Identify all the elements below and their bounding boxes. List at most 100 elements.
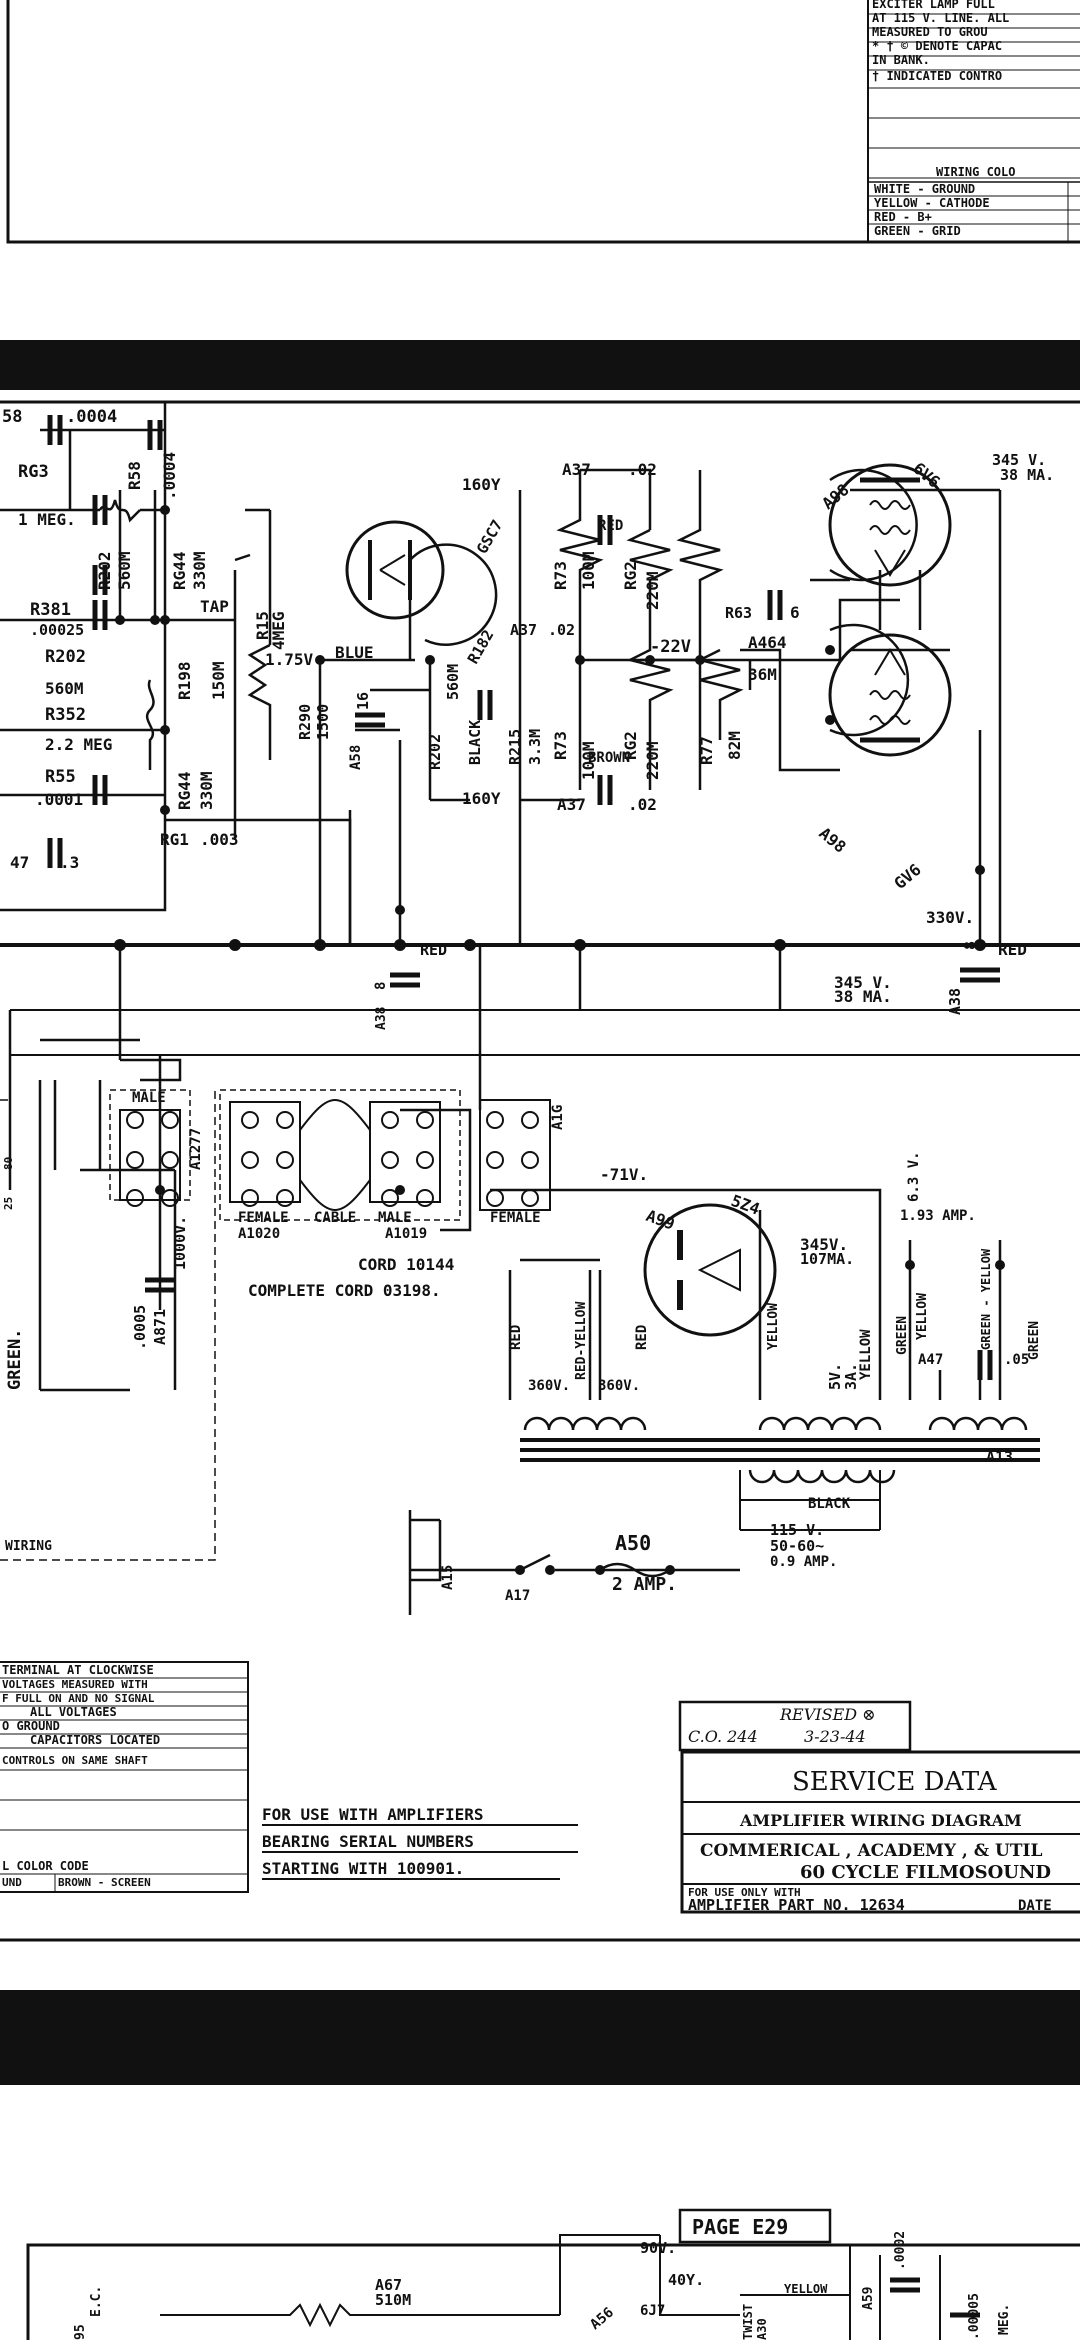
bottom-note-4: ALL VOLTAGES bbox=[30, 1705, 117, 1719]
bottom-note-7: CONTROLS ON SAME SHAFT bbox=[2, 1754, 148, 1767]
schematic-sheet: 58 .0004 RG3 1 MEG. R58 .0004 R202 560M … bbox=[0, 390, 1080, 1990]
label-1-75v: 1.75V bbox=[265, 650, 314, 669]
label-r202-b-value: 560M bbox=[45, 679, 84, 698]
label-a1277: A1277 bbox=[188, 1128, 204, 1170]
label-blue: BLUE bbox=[335, 643, 374, 662]
wiring-row-1: WHITE - GROUND bbox=[874, 182, 975, 196]
label-a99: A99 bbox=[644, 1206, 678, 1234]
label-a67-value: 510M bbox=[375, 2291, 411, 2309]
label-c47: 47 bbox=[10, 853, 29, 872]
label-1-93amp: 1.93 AMP. bbox=[900, 1208, 976, 1224]
label-green-2: GREEN bbox=[1027, 1321, 1042, 1360]
label-rg44-value: 330M bbox=[190, 551, 209, 590]
label-red-2: RED bbox=[420, 941, 447, 959]
label-c16: 16 bbox=[354, 692, 372, 710]
label-r215-value: 3.3M bbox=[526, 729, 544, 765]
schematic-labels: 58 .0004 RG3 1 MEG. R58 .0004 R202 560M … bbox=[2, 407, 1054, 1604]
label-c25: 25 bbox=[2, 1197, 15, 1210]
label-a37-a: A37 bbox=[562, 460, 591, 479]
label-gsc7: GSC7 bbox=[473, 517, 507, 557]
label-a50: A50 bbox=[615, 1531, 651, 1555]
use-line-1: FOR USE WITH AMPLIFIERS bbox=[262, 1805, 484, 1824]
revision-box: REVISED ⊗ C.O. 244 3-23-44 bbox=[678, 1700, 912, 1752]
label-red-4: RED bbox=[508, 1325, 524, 1350]
use-line-3: STARTING WITH 100901. bbox=[262, 1859, 464, 1878]
label-5v: 5V. bbox=[826, 1363, 844, 1390]
label-a13: A13 bbox=[986, 1448, 1013, 1466]
label-male-2: MALE bbox=[378, 1210, 412, 1226]
label-meg: MEG. bbox=[997, 2304, 1012, 2335]
label-wiring: WIRING bbox=[5, 1539, 52, 1554]
label-r290-value: 1500 bbox=[314, 704, 332, 740]
label-brown: BROWN bbox=[588, 750, 630, 766]
label-a38-b: A38 bbox=[946, 988, 964, 1015]
label-360v-b: 360V. bbox=[598, 1378, 640, 1394]
label-rg44: RG44 bbox=[170, 551, 189, 590]
label-a1g: A1G bbox=[550, 1105, 566, 1130]
label-rg1: RG1 bbox=[160, 830, 189, 849]
label-complete-cord: COMPLETE CORD 03198. bbox=[248, 1281, 441, 1300]
label-ec: E.C. bbox=[89, 2286, 104, 2317]
label-c3: .3 bbox=[60, 853, 79, 872]
wiring-title-bottom: L COLOR CODE bbox=[2, 1859, 89, 1873]
label-c6: 6 bbox=[790, 603, 800, 622]
label-a98-b: A98 bbox=[815, 824, 849, 857]
label-r215: R215 bbox=[506, 729, 524, 765]
previous-page-bottom: EXCITER LAMP FULL AT 115 V. LINE. ALL ME… bbox=[0, 0, 1080, 340]
label-r77-value: 82M bbox=[725, 731, 744, 760]
label-90v: 90V. bbox=[640, 2239, 676, 2257]
label-yellow-2: YELLOW bbox=[858, 1329, 874, 1380]
label-5z4: 5Z4 bbox=[729, 1191, 763, 1219]
label-160v-b: 160Y bbox=[462, 789, 501, 808]
label-38ma-b: 38 MA. bbox=[834, 987, 892, 1006]
note-line-5: IN BANK. bbox=[872, 53, 930, 67]
label-r182: R182 bbox=[464, 627, 498, 667]
wiring-row-4: GREEN - GRID bbox=[874, 224, 961, 238]
label-minus-22v: -22V bbox=[650, 637, 691, 657]
label-38ma-a: 38 MA. bbox=[1000, 466, 1054, 484]
revised-date: 3-23-44 bbox=[804, 1727, 866, 1746]
label-rg44-b-value: 330M bbox=[197, 771, 216, 810]
note-line-2: AT 115 V. LINE. ALL bbox=[872, 11, 1009, 25]
note-line-4: * † © DENOTE CAPAC bbox=[872, 39, 1002, 53]
label-red-3: RED bbox=[998, 940, 1027, 959]
label-tap: TAP bbox=[200, 597, 229, 616]
label-red-yellow: RED-YELLOW bbox=[574, 1302, 589, 1380]
label-female-2: FEMALE bbox=[490, 1210, 541, 1226]
page-separator-band-2 bbox=[0, 1990, 1080, 2085]
title-block: SERVICE DATA AMPLIFIER WIRING DIAGRAM CO… bbox=[680, 1750, 1080, 1914]
for-use-line-2: AMPLIFIER PART NO. 12634 bbox=[688, 1896, 905, 1914]
label-a30: A30 bbox=[755, 2318, 769, 2340]
label-red-5: RED bbox=[634, 1325, 650, 1350]
label-345v-b: 345 V. bbox=[834, 973, 892, 992]
ground-bus bbox=[114, 505, 1005, 1270]
wiring-bottom-row-1-b: BROWN - SCREEN bbox=[58, 1876, 151, 1889]
label-c02-b: .02 bbox=[548, 621, 575, 639]
wiring-bottom-row-1-a: UND bbox=[2, 1876, 22, 1889]
label-rg2-b: RG2 bbox=[621, 731, 640, 760]
vacuum-tube-6v6-upper bbox=[828, 463, 952, 587]
next-page-top: PAGE E29 A67 510M 90V. 40Y. A56 6J7 TWIS… bbox=[0, 2085, 1080, 2340]
label-twist: TWIST bbox=[741, 2304, 755, 2340]
label-gv6-b: GV6 bbox=[890, 860, 924, 893]
label-95: 95 bbox=[73, 2324, 88, 2340]
label-a59: A59 bbox=[861, 2287, 876, 2310]
label-6v6-a: 6V6 bbox=[909, 459, 943, 492]
label-green-1: GREEN bbox=[895, 1316, 910, 1355]
power-transformer bbox=[408, 1416, 1040, 1615]
label-c8-b: 8 bbox=[373, 982, 389, 990]
label-r202-b: R202 bbox=[45, 647, 86, 667]
label-r15: R15 bbox=[253, 611, 272, 640]
label-a15: A15 bbox=[440, 1565, 456, 1590]
label-a17: A17 bbox=[505, 1588, 530, 1604]
label-c02-c: .02 bbox=[628, 795, 657, 814]
wiring-color-code-top: WIRING COLO WHITE - GROUND YELLOW - CATH… bbox=[874, 165, 1015, 238]
label-minus-71v: -71V. bbox=[600, 1165, 648, 1184]
vacuum-tube-6v6-lower bbox=[828, 633, 952, 757]
notes-block-bottom: TERMINAL AT CLOCKWISE VOLTAGES MEASURED … bbox=[0, 1661, 249, 1893]
label-a37-b: A37 bbox=[510, 621, 537, 639]
label-a56: A56 bbox=[587, 2305, 617, 2334]
label-r202-value: 560M bbox=[115, 551, 134, 590]
label-red-1: RED bbox=[598, 518, 623, 534]
label-c05: .05 bbox=[1004, 1352, 1029, 1368]
